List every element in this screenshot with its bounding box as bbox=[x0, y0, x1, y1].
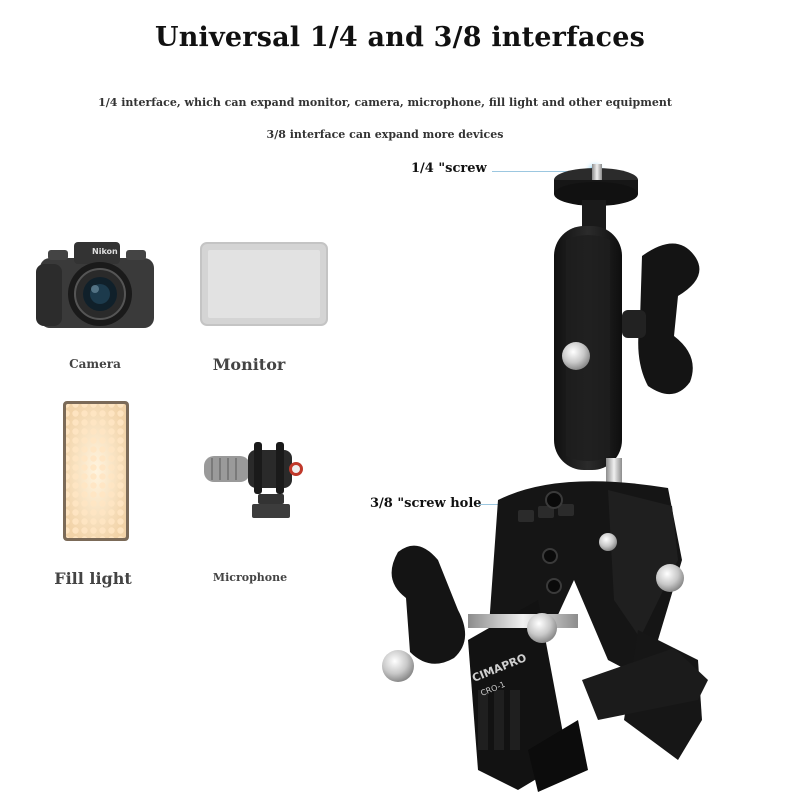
callout-three-eighths-hole: 3/8 "screw hole bbox=[370, 496, 482, 511]
device-label-fill-light: Fill light bbox=[54, 569, 132, 588]
device-label-camera: Camera bbox=[69, 357, 121, 371]
page-title: Universal 1/4 and 3/8 interfaces bbox=[154, 22, 646, 53]
device-label-microphone: Microphone bbox=[212, 571, 288, 584]
callout-line bbox=[492, 171, 590, 172]
microphone-icon bbox=[198, 436, 306, 528]
monitor-icon bbox=[200, 242, 328, 326]
magic-arm-clamp-image: CIMAPRO CRO-1 bbox=[378, 160, 718, 796]
fill-light-icon bbox=[62, 400, 130, 542]
subtitle-quarter-interface: 1/4 interface, which can expand monitor,… bbox=[98, 96, 672, 109]
device-label-monitor: Monitor bbox=[212, 355, 286, 374]
camera-icon: Nikon bbox=[34, 236, 160, 330]
callout-quarter-screw: 1/4 "screw bbox=[411, 161, 487, 176]
svg-text:Nikon: Nikon bbox=[92, 247, 118, 256]
subtitle-three-eighths-interface: 3/8 interface can expand more devices bbox=[266, 128, 504, 141]
